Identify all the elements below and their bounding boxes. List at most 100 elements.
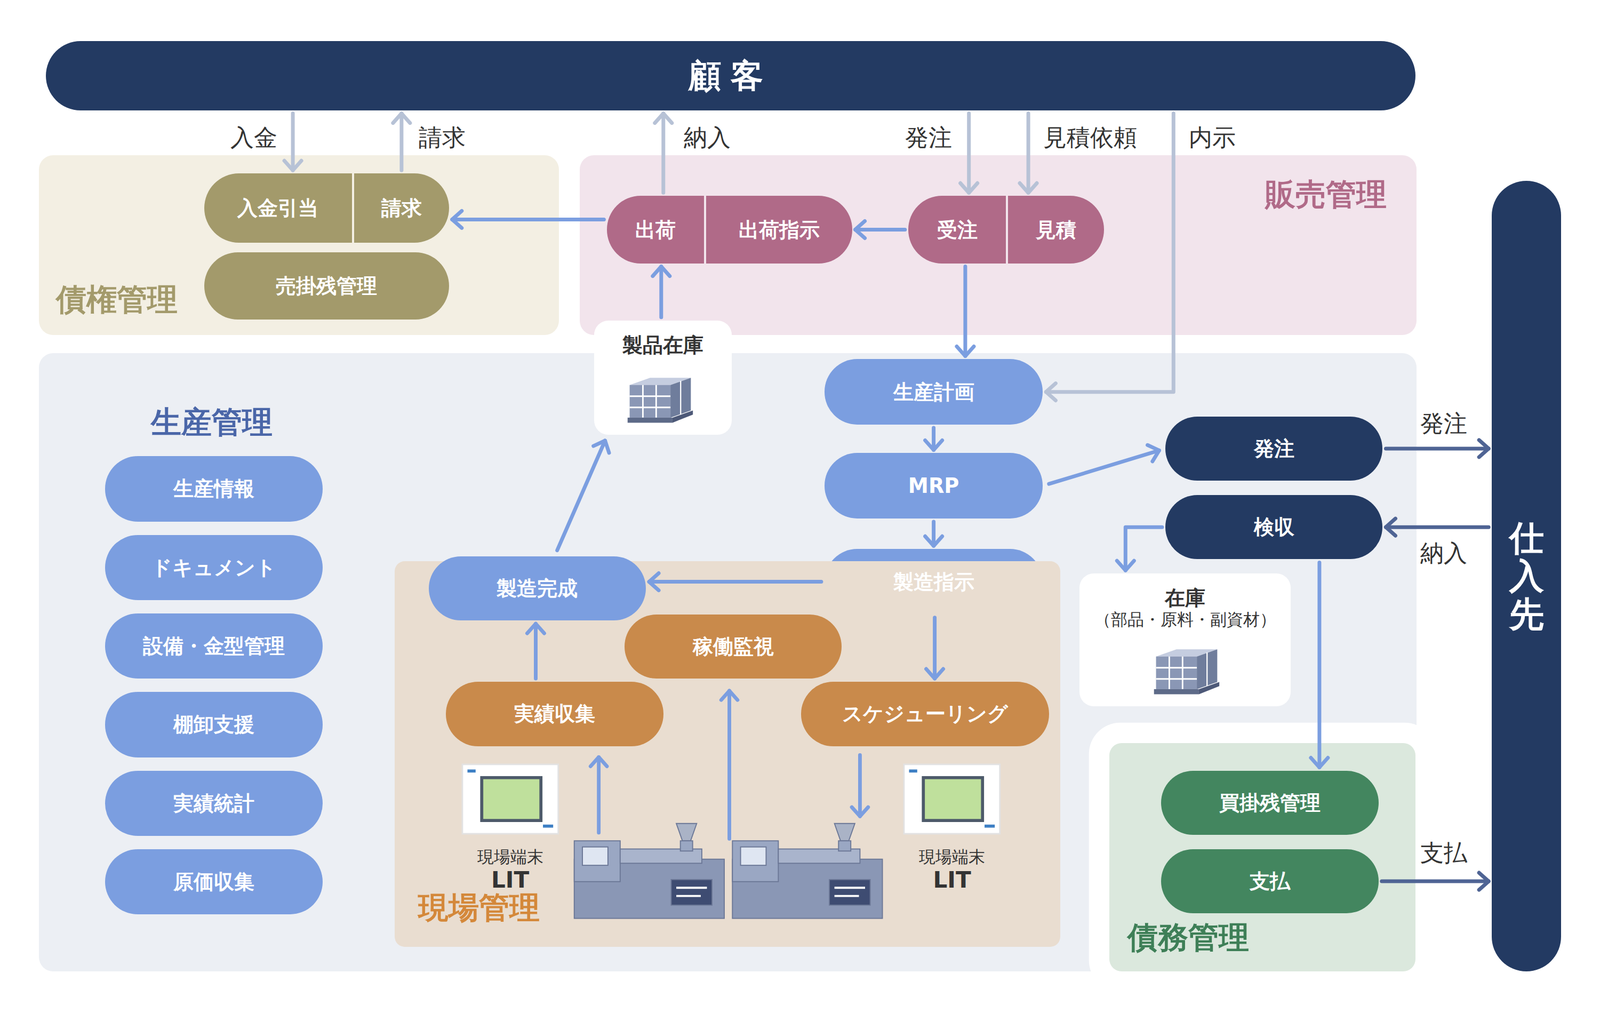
node-text: 受注 <box>937 217 978 243</box>
node-text: 仕入先 <box>1509 518 1544 634</box>
node-text: 生産計画 <box>893 379 975 405</box>
node-text: 見積 <box>1035 217 1077 243</box>
sales-region: 販売管理出荷 出荷指示 受注 見積 <box>579 155 1417 335</box>
edge-label: 内示 <box>1186 123 1238 152</box>
node-text: 請求 <box>381 195 422 221</box>
node-text: 製品在庫 <box>622 332 704 358</box>
node-text: 出荷 <box>635 217 676 243</box>
edge-label: 入金 <box>228 123 280 152</box>
flow-arrow <box>960 113 978 194</box>
process-pill: 出荷指示 <box>706 195 853 263</box>
supplier-band: 仕入先 <box>1491 180 1562 972</box>
process-pill: 買掛残管理 <box>1161 770 1379 836</box>
edge-label: 支払 <box>1418 838 1470 868</box>
node-text: 顧客 <box>688 56 774 95</box>
node-text: 稼働監視 <box>692 634 774 659</box>
node-text: 検収 <box>1253 514 1295 540</box>
process-pill: 入金引当 <box>204 173 352 243</box>
flow-arrow <box>654 113 672 194</box>
shopfloor-region: 現場管理製造完成稼働監視実績収集スケジューリング現場端末LIT 現場端末LIT <box>394 561 1060 947</box>
function-pill: 棚卸支援 <box>105 691 323 757</box>
node-text: LIT <box>932 866 971 894</box>
process-pill: 売掛残管理 <box>204 252 450 320</box>
flow-arrow <box>925 521 943 546</box>
flow-arrow <box>1049 444 1160 484</box>
node-text: ドキュメント <box>151 555 277 580</box>
stock-box: 製品在庫 <box>594 320 732 435</box>
receivables-region: 債権管理 入金引当 請求売掛残管理 <box>38 155 560 335</box>
edge-label: 納入 <box>681 123 733 152</box>
function-pill: 実績統計 <box>105 770 323 836</box>
purchase-pill: 検収 <box>1165 494 1383 560</box>
edge-label: 発注 <box>902 123 955 152</box>
region-heading: 販売管理 <box>1265 176 1387 214</box>
flow-arrow <box>649 573 822 591</box>
flow-arrow <box>1385 518 1489 536</box>
flow-arrow <box>393 113 411 171</box>
process-pill: 稼働監視 <box>624 614 843 679</box>
node-text: 在庫 <box>1164 585 1206 611</box>
terminal-node: 現場端末LIT <box>449 763 572 894</box>
process-pill: 支払 <box>1161 849 1379 914</box>
stock-icon <box>1150 641 1223 698</box>
node-text: 現場端末 <box>477 847 544 868</box>
function-pill: 生産情報 <box>105 456 323 522</box>
flow-arrow <box>1116 526 1163 571</box>
node-text: 棚卸支援 <box>173 712 255 737</box>
process-pill: MRP <box>824 452 1043 518</box>
node-text: 発注 <box>1253 436 1295 461</box>
node-text: 売掛残管理 <box>275 273 378 299</box>
node-text: 買掛残管理 <box>1219 790 1321 815</box>
node-text: 設備・金型管理 <box>142 633 285 659</box>
flow-arrow <box>1386 440 1490 458</box>
edge-label: 納入 <box>1418 539 1470 568</box>
purchase-pill: 発注 <box>1165 416 1383 482</box>
terminal-node: 現場端末LIT <box>890 763 1014 894</box>
flow-arrow <box>925 427 943 451</box>
payables-region: 債務管理 買掛残管理支払 <box>1109 742 1416 972</box>
flow-arrow <box>452 210 605 228</box>
process-pill: 受注 <box>908 195 1007 263</box>
flow-arrow <box>1381 872 1489 890</box>
function-pill: ドキュメント <box>105 534 323 600</box>
edge-label: 発注 <box>1418 409 1470 438</box>
node-text: 製造完成 <box>496 576 578 601</box>
function-pill: 設備・金型管理 <box>105 613 323 679</box>
stock-icon <box>624 369 696 426</box>
region-heading: 債権管理 <box>56 281 178 319</box>
node-text: 出荷指示 <box>738 217 820 243</box>
region-heading: 現場管理 <box>418 889 540 927</box>
node-text: 製造指示 <box>893 569 975 595</box>
node-text: 現場端末 <box>918 847 986 868</box>
process-pill: 出荷 <box>606 195 704 263</box>
edge-label: 請求 <box>416 123 468 152</box>
node-text: 実績収集 <box>514 701 596 726</box>
process-pill: スケジューリング <box>801 681 1050 747</box>
node-text: スケジューリング <box>842 701 1008 726</box>
flow-arrow <box>1310 562 1328 768</box>
stock-box: 在庫（部品・原料・副資材） <box>1079 573 1291 707</box>
flow-arrow <box>652 266 670 318</box>
node-text: 生産情報 <box>173 476 255 501</box>
customer-band: 顧客 <box>45 41 1416 111</box>
flow-arrow <box>526 623 544 679</box>
region-heading: 生産管理 <box>150 404 273 442</box>
process-pill: 製造完成 <box>428 556 647 621</box>
flow-arrow <box>557 440 610 551</box>
function-pill: 原価収集 <box>105 849 323 915</box>
process-pill: 見積 <box>1008 195 1104 263</box>
node-text: 原価収集 <box>173 869 255 894</box>
node-text: 支払 <box>1249 868 1291 894</box>
terminal-icon <box>461 763 560 835</box>
flow-arrow <box>1045 113 1174 401</box>
process-pill: 請求 <box>354 173 450 243</box>
flow-arrow <box>956 266 974 357</box>
region-heading: 債務管理 <box>1127 919 1250 957</box>
node-text: 入金引当 <box>237 195 319 221</box>
node-text: LIT <box>491 866 530 894</box>
node-text: （部品・原料・副資材） <box>1094 610 1277 630</box>
flow-arrow <box>926 617 944 679</box>
edge-label: 見積依頼 <box>1041 123 1140 152</box>
